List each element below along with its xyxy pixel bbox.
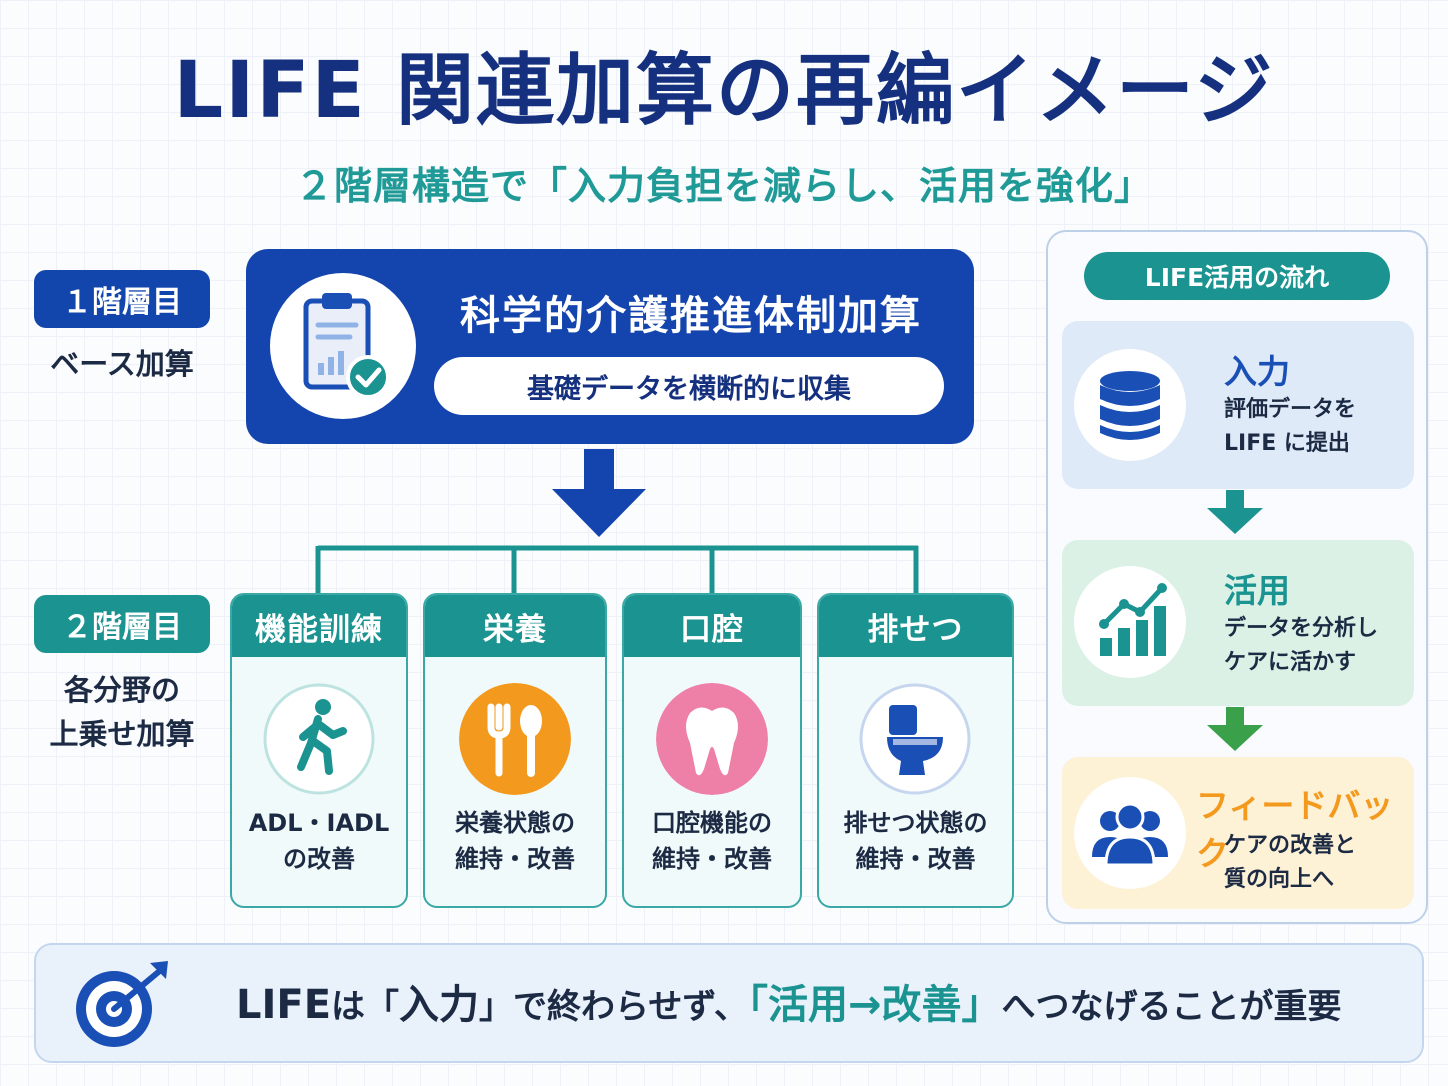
flow-step-utilize: 活用 データを分析し ケアに活かす (1062, 540, 1414, 706)
bottom-message-banner: LIFEは「入力」で終わらせず、「活用→改善」へつなげることが重要 (34, 943, 1424, 1063)
category-card-nutrition: 栄養 栄養状態の 維持・改善 (423, 593, 607, 908)
category-description: ADL・IADL の改善 (248, 809, 390, 873)
flow-arrow-icon (1207, 707, 1263, 751)
category-description: 排せつ状態の 維持・改善 (843, 809, 988, 873)
bottom-message-text: LIFEは「入力」で終わらせず、「活用→改善」へつなげることが重要 (236, 982, 1342, 1028)
fork-spoon-icon (459, 683, 571, 795)
walking-person-icon (263, 683, 375, 795)
flow-step-title: フィードバック (1196, 786, 1394, 873)
category-title: 口腔 (624, 595, 800, 657)
toilet-icon (859, 683, 971, 795)
flow-icon-circle (1074, 566, 1186, 678)
life-flow-header: LIFE活用の流れ (1084, 252, 1390, 300)
category-title: 栄養 (425, 595, 605, 657)
flow-step-title: 活用 (1224, 571, 1290, 610)
category-title: 排せつ (819, 595, 1012, 657)
flow-step-title: 入力 (1224, 352, 1290, 391)
tier2-badge: ２階層目 (34, 595, 210, 653)
category-description: 栄養状態の 維持・改善 (455, 809, 575, 873)
clipboard-check-icon (303, 293, 390, 399)
flow-arrow-icon (1207, 490, 1263, 534)
tier-connector-lines (315, 545, 919, 596)
flow-icon-circle (1074, 349, 1186, 461)
flow-step-description: 評価データを LIFE に提出 (1224, 397, 1357, 456)
tier1-badge: １階層目 (34, 270, 210, 328)
bar-chart-icon (1099, 583, 1167, 656)
down-arrow-icon (552, 449, 646, 537)
flow-step-description: データを分析し ケアに活かす (1224, 616, 1379, 675)
database-icon (1100, 371, 1160, 440)
base-addition-pill: 基礎データを横断的に収集 (434, 357, 944, 415)
category-card-function-training: 機能訓練 ADL・IADL の改善 (230, 593, 408, 908)
tooth-icon (656, 683, 768, 795)
page-title: LIFE 関連加算の再編イメージ (173, 46, 1275, 136)
base-addition-title: 科学的介護推進体制加算 (460, 293, 922, 339)
tier2-desc-line2: 上乗せ加算 (49, 717, 195, 751)
base-icon-circle (270, 273, 416, 419)
flow-step-description: ケアの改善と 質の向上へ (1224, 833, 1357, 892)
category-title: 機能訓練 (232, 595, 406, 657)
category-description: 口腔機能の 維持・改善 (652, 809, 772, 873)
base-addition-box: 科学的介護推進体制加算 基礎データを横断的に収集 (246, 249, 974, 444)
tier1-description: ベース加算 (50, 347, 194, 381)
flow-step-input: 入力 評価データを LIFE に提出 (1062, 321, 1414, 489)
category-card-oral: 口腔 口腔機能の 維持・改善 (622, 593, 802, 908)
flow-step-feedback: フィードバック ケアの改善と 質の向上へ (1062, 757, 1414, 909)
target-arrow-icon (76, 961, 168, 1047)
tier2-description: 各分野の 上乗せ加算 (34, 668, 210, 756)
page-subtitle: ２階層構造で「入力負担を減らし、活用を強化」 (294, 164, 1153, 208)
category-card-excretion: 排せつ 排せつ状態の 維持・改善 (817, 593, 1014, 908)
tier2-desc-line1: 各分野の (63, 673, 180, 707)
flow-icon-circle (1074, 777, 1186, 889)
people-group-icon (1092, 802, 1168, 867)
